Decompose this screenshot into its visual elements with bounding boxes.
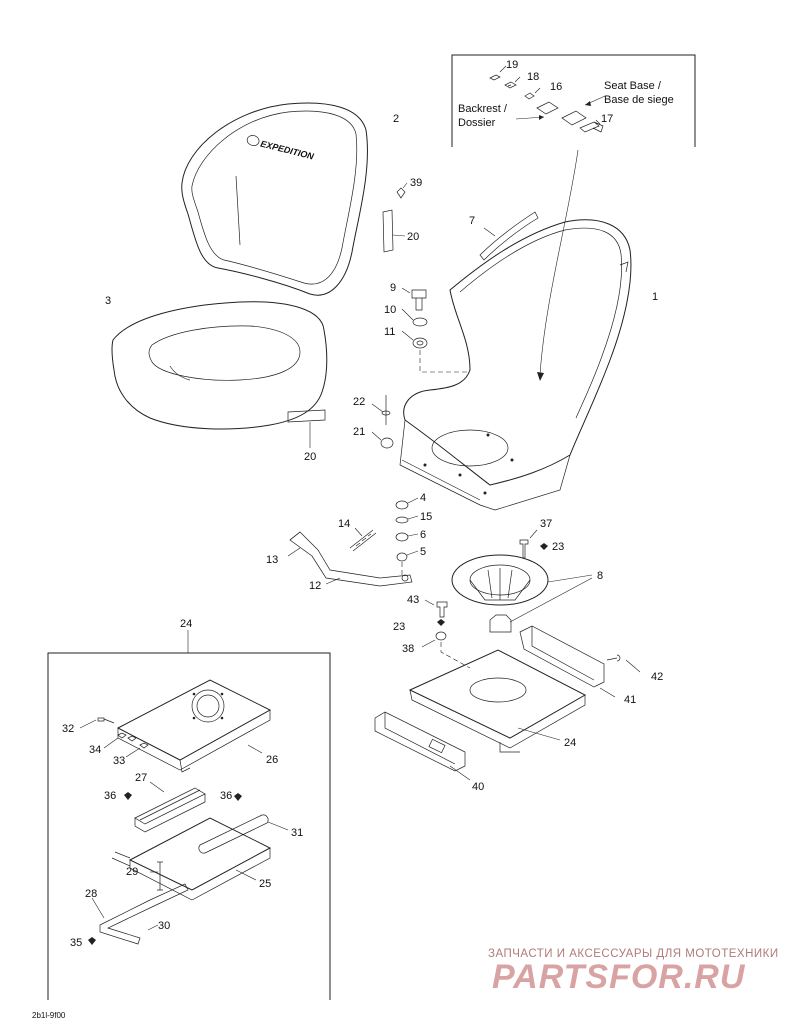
callout-17: 17 — [601, 113, 613, 125]
callout-41: 41 — [624, 694, 636, 706]
callout-numbers: 1 2 3 4 5 6 7 8 9 10 11 12 13 14 15 16 1… — [62, 59, 663, 949]
seat-base-shell — [399, 219, 632, 511]
callout-3: 3 — [105, 295, 111, 307]
watermark: ЗАПЧАСТИ И АКСЕССУАРЫ ДЛЯ МОТОТЕХНИКИ PA… — [488, 948, 779, 996]
callout-24a: 24 — [180, 618, 192, 630]
lever-hardware-stack — [395, 497, 419, 575]
watermark-brand: PARTSFOR.RU — [492, 958, 746, 996]
bolt-washer-nut-stack — [401, 287, 470, 373]
callout-4: 4 — [420, 492, 426, 504]
callout-40: 40 — [472, 781, 484, 793]
seat-cushion — [111, 301, 328, 430]
callout-10: 10 — [384, 304, 396, 316]
callout-23a: 23 — [552, 541, 564, 553]
callout-42: 42 — [651, 671, 663, 683]
swivel-lever — [287, 531, 413, 587]
callout-27: 27 — [135, 772, 147, 784]
slide-rail-41 — [519, 625, 641, 698]
callout-38: 38 — [402, 643, 414, 655]
bolt-43-stack — [421, 599, 471, 669]
figure-code: 2b1l-9f00 — [32, 1011, 66, 1020]
callout-9: 9 — [390, 282, 396, 294]
callout-12: 12 — [309, 580, 321, 592]
callout-13: 13 — [266, 554, 278, 566]
slide-rail-40 — [374, 711, 471, 781]
callout-30: 30 — [158, 920, 170, 932]
callout-24b: 24 — [564, 737, 576, 749]
callout-1: 1 — [652, 291, 658, 303]
callout-15: 15 — [420, 511, 432, 523]
callout-32: 32 — [62, 723, 74, 735]
callout-31: 31 — [291, 827, 303, 839]
seat-base-label-en: Seat Base / — [604, 80, 662, 92]
text-labels: Seat Base / Base de siege Backrest / Dos… — [458, 80, 674, 129]
seat-logo: EXPEDITION — [246, 135, 315, 162]
swivel-plate — [451, 554, 593, 633]
callout-33: 33 — [113, 755, 125, 767]
callout-18: 18 — [527, 71, 539, 83]
velcro-strip-upper — [382, 209, 406, 253]
callout-2: 2 — [393, 113, 399, 125]
callout-20b: 20 — [304, 451, 316, 463]
backrest-label-en: Backrest / — [458, 103, 508, 115]
callout-21: 21 — [353, 426, 365, 438]
push-nut-39 — [396, 182, 408, 199]
callout-6: 6 — [420, 529, 426, 541]
callout-5: 5 — [420, 546, 426, 558]
backrest-label-fr: Dossier — [458, 117, 496, 129]
callout-28: 28 — [85, 888, 97, 900]
callout-20a: 20 — [407, 231, 419, 243]
watermark-tagline: ЗАПЧАСТИ И АКСЕССУАРЫ ДЛЯ МОТОТЕХНИКИ — [488, 948, 779, 960]
callout-8: 8 — [597, 570, 603, 582]
spring-14 — [349, 527, 377, 552]
seat-slider-frame — [408, 649, 587, 753]
callout-36b: 36 — [220, 790, 232, 802]
callout-43: 43 — [407, 594, 419, 606]
callout-39: 39 — [410, 177, 422, 189]
callout-36a: 36 — [104, 790, 116, 802]
callout-35: 35 — [70, 937, 82, 949]
callout-7: 7 — [469, 215, 475, 227]
callout-37: 37 — [540, 518, 552, 530]
label-strip — [287, 409, 326, 448]
callout-16: 16 — [550, 81, 562, 93]
callout-22: 22 — [353, 396, 365, 408]
svg-text:EXPEDITION: EXPEDITION — [259, 139, 315, 162]
screw-37-nut-23 — [519, 529, 548, 559]
callout-29: 29 — [126, 866, 138, 878]
callout-34: 34 — [89, 744, 101, 756]
callout-19: 19 — [506, 59, 518, 71]
callout-26: 26 — [266, 754, 278, 766]
backrest-cover: EXPEDITION — [181, 102, 368, 296]
callout-23b: 23 — [393, 621, 405, 633]
callout-11: 11 — [384, 326, 395, 338]
callout-14: 14 — [338, 518, 350, 530]
callout-25: 25 — [259, 878, 271, 890]
pin-and-nut — [371, 395, 394, 449]
slider-exploded-inset — [47, 630, 331, 1000]
detail-inset — [451, 54, 696, 381]
trim-strip — [479, 211, 539, 261]
seat-base-label-fr: Base de siege — [604, 94, 674, 106]
